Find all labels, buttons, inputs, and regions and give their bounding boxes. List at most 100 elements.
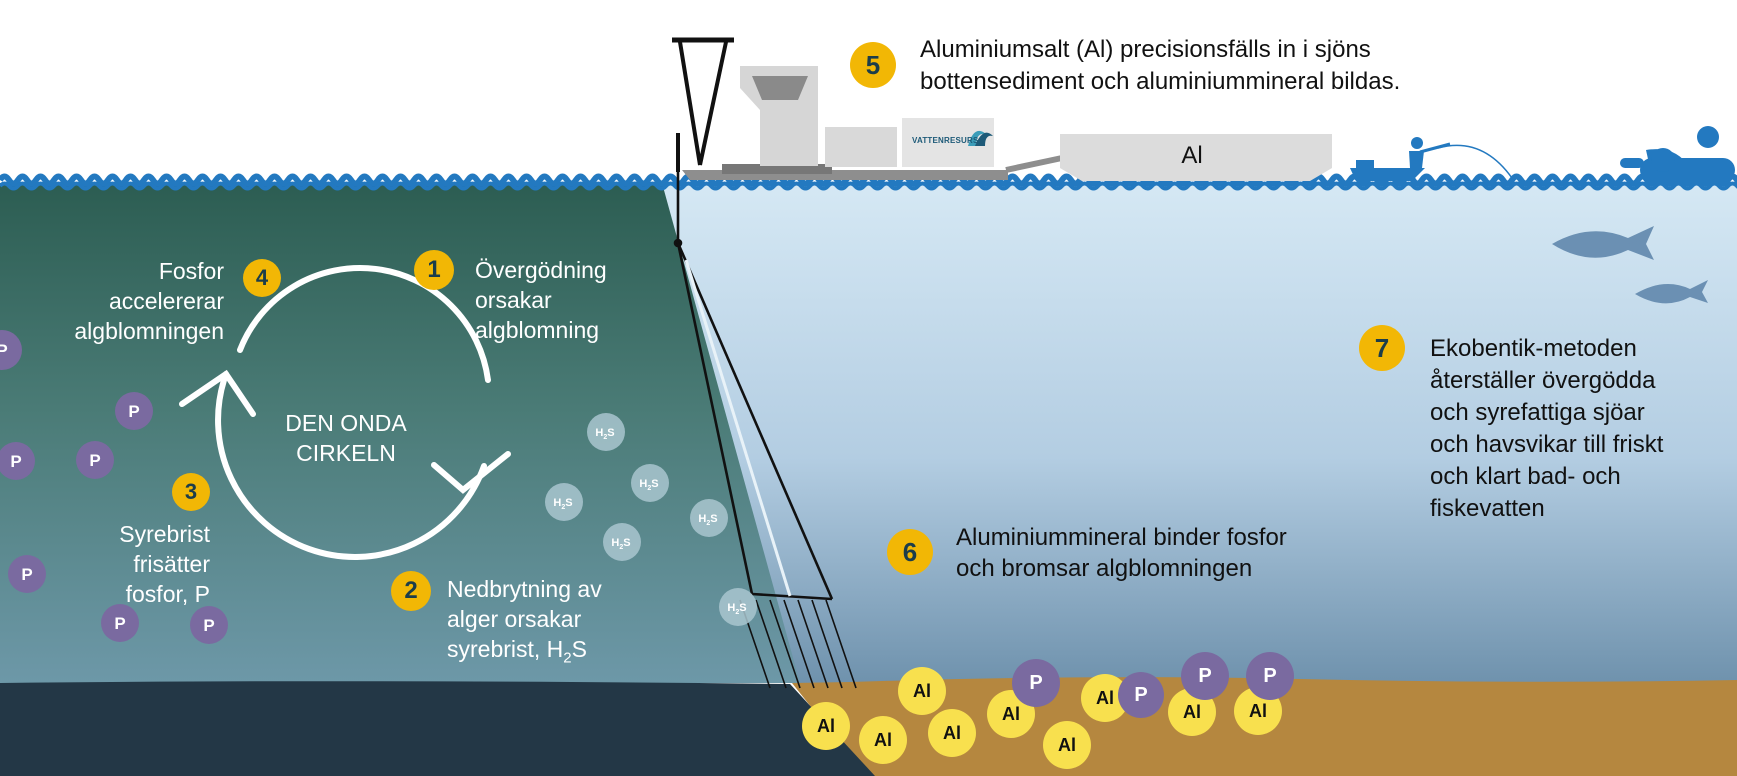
aluminium-label: Al	[1183, 702, 1201, 722]
aluminium-particle: Al	[928, 709, 976, 757]
step-4-text: Fosfor accelererar algblomningen	[20, 256, 224, 346]
phosphorus-label: P	[0, 341, 8, 360]
aluminium-particle: Al	[1043, 721, 1091, 769]
step-badge-2: 2	[391, 571, 431, 611]
aluminium-particle: Al	[898, 667, 946, 715]
vessel-brand-label: VATTENRESURS	[912, 136, 979, 145]
phosphorus-label: P	[128, 402, 139, 421]
aluminium-particle: Al	[1168, 688, 1216, 736]
step-line: Aluminiummineral binder fosfor	[956, 524, 1287, 551]
phosphorus-label: P	[1029, 672, 1042, 694]
h2s-label: H2S	[553, 497, 572, 511]
step-5-text: Aluminiumsalt (Al) precisionsfälls in i …	[920, 34, 1400, 98]
step-line: alger orsakar	[447, 606, 582, 632]
phosphorus-label: P	[203, 616, 214, 635]
step-line: Nedbrytning av	[447, 576, 602, 602]
phosphorus-label: P	[1134, 684, 1147, 706]
phosphorus-label: P	[1263, 665, 1276, 687]
step-badge-7: 7	[1359, 325, 1405, 371]
step-line: accelererar	[108, 288, 224, 314]
phosphorus-particles: P P P P P P P	[0, 330, 228, 644]
step-line: och bromsar algblomningen	[956, 555, 1253, 582]
h2s-bubble: H2S	[690, 499, 728, 537]
step-line: orsakar	[475, 287, 552, 313]
aluminium-particle: Al	[802, 702, 850, 750]
step-7-text: Ekobentik-metoden återställer övergödda …	[1430, 333, 1663, 525]
step-line: syrebrist, H2S	[447, 634, 602, 674]
aluminium-particle: Al	[1081, 674, 1129, 722]
phosphorus-particle: P	[8, 555, 46, 593]
step-line: och syrefattiga sjöar	[1430, 399, 1645, 426]
step-line: återställer övergödda	[1430, 367, 1656, 394]
aluminium-label: Al	[943, 723, 961, 743]
cycle-center-label: DEN ONDA CIRKELN	[270, 408, 422, 468]
phosphorus-particle: P	[1181, 652, 1229, 700]
h2s-label: H2S	[639, 478, 658, 492]
step-line-tail: S	[571, 636, 587, 662]
h2s-label: H2S	[611, 537, 630, 551]
cycle-center-line: DEN ONDA	[285, 410, 407, 436]
aluminium-particle: Al	[859, 716, 907, 764]
vicious-circle-arrow	[179, 265, 511, 560]
step-1-text: Övergödning orsakar algblomning	[475, 255, 607, 345]
aluminium-label: Al	[874, 730, 892, 750]
step-line: Övergödning	[475, 257, 607, 283]
step-badge-6: 6	[887, 529, 933, 575]
h2s-bubble: H2S	[587, 413, 625, 451]
step-line: Fosfor	[158, 258, 224, 284]
step-2-text: Nedbrytning av alger orsakar syrebrist, …	[447, 574, 602, 674]
phosphorus-particle: P	[1012, 659, 1060, 707]
phosphorus-particle: P	[115, 392, 153, 430]
phosphorus-particle: P	[1246, 652, 1294, 700]
phosphorus-particle: P	[0, 330, 22, 370]
phosphorus-label: P	[89, 451, 100, 470]
step-line: fosfor, P	[125, 581, 210, 607]
step-line: fiskevatten	[1430, 495, 1545, 522]
fish-icon	[1552, 226, 1708, 304]
dirty-sediment	[0, 681, 875, 776]
phosphorus-particle: P	[1118, 672, 1164, 718]
step-6-text: Aluminiummineral binder fosfor och broms…	[956, 522, 1287, 584]
step-badge-5: 5	[850, 42, 896, 88]
step-line: algblomningen	[74, 318, 224, 344]
step-3-text: Syrebrist frisätter fosfor, P	[60, 519, 210, 609]
h2s-particles: H2S H2S H2S H2S H2S H2S	[545, 413, 757, 626]
phosphorus-label: P	[1198, 665, 1211, 687]
step-badge-3: 3	[172, 473, 210, 511]
subscript: 2	[563, 649, 572, 667]
step-line-text: syrebrist, H	[447, 636, 564, 662]
aluminium-label: Al	[1058, 735, 1076, 755]
phosphorus-particle: P	[76, 441, 114, 479]
phosphorus-label: P	[114, 614, 125, 633]
aluminium-label: Al	[817, 716, 835, 736]
phosphorus-particle: P	[0, 442, 35, 480]
treatment-vessel	[672, 37, 1332, 181]
h2s-bubble: H2S	[719, 588, 757, 626]
boat-fisher-icon	[1350, 137, 1513, 181]
dirty-water	[0, 183, 800, 683]
tank-label: Al	[1181, 142, 1203, 169]
h2s-label: H2S	[595, 427, 614, 441]
h2s-bubble: H2S	[631, 464, 669, 502]
phosphorus-label: P	[10, 452, 21, 471]
step-line: bottensediment och aluminiummineral bild…	[920, 68, 1401, 95]
h2s-label: H2S	[727, 602, 746, 616]
step-line: och havsvikar till friskt	[1430, 431, 1664, 458]
step-badge-4: 4	[243, 259, 281, 297]
step-line: Aluminiumsalt (Al) precisionsfälls in i …	[920, 36, 1371, 63]
aluminium-label: Al	[1249, 701, 1267, 721]
phosphorus-particle: P	[101, 604, 139, 642]
step-line: Ekobentik-metoden	[1430, 335, 1637, 362]
step-line: frisätter	[133, 551, 210, 577]
step-badge-1: 1	[414, 250, 454, 290]
h2s-bubble: H2S	[603, 523, 641, 561]
swimmer-icon	[1620, 126, 1735, 182]
step-line: algblomning	[475, 317, 600, 343]
cycle-center-line: CIRKELN	[296, 440, 396, 466]
aluminium-label: Al	[913, 681, 931, 701]
step-line: och klart bad- och	[1430, 463, 1621, 490]
phosphorus-label: P	[21, 565, 32, 584]
